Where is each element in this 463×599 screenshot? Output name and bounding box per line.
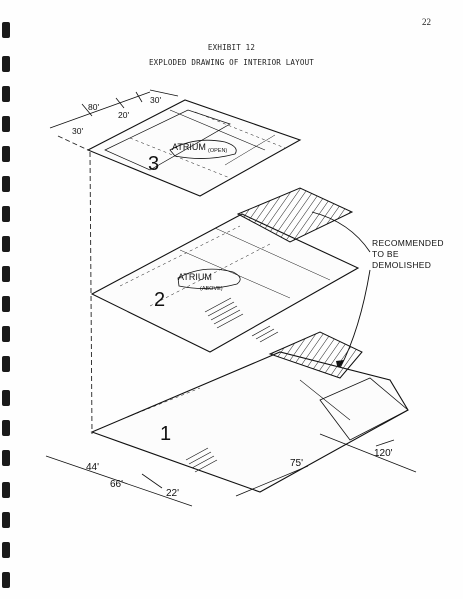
binding-hole — [2, 296, 10, 312]
binding-hole — [2, 266, 10, 282]
floor-2-atrium-note: (ABOVE) — [200, 286, 223, 292]
floor-3-atrium-note: (OPEN) — [208, 148, 227, 154]
floor-3-plan — [86, 99, 302, 197]
binding-hole — [2, 482, 10, 498]
page-number: 22 — [422, 17, 431, 27]
top-dimension-lines — [49, 89, 179, 129]
dimension-30-left: 30' — [72, 126, 83, 136]
binding-hole — [2, 420, 10, 436]
dimension-44: 44' — [86, 462, 99, 473]
dimension-75: 75' — [290, 458, 303, 469]
binding-hole — [2, 356, 10, 372]
binding-hole — [2, 326, 10, 342]
binding-hole — [2, 56, 10, 72]
binding-hole — [2, 542, 10, 558]
binding-hole — [2, 512, 10, 528]
floor-2-plan — [90, 187, 360, 353]
binding-hole — [2, 116, 10, 132]
dimension-66: 66' — [110, 479, 123, 490]
dimension-30-top: 30' — [150, 95, 161, 105]
dimension-20: 20' — [118, 110, 129, 120]
vertical-guide-lines — [57, 135, 93, 435]
base-dimension-lines — [45, 433, 417, 507]
exhibit-title: EXHIBIT 12 — [207, 43, 256, 52]
floor-2-label: 2 — [154, 289, 165, 311]
binding-hole — [2, 206, 10, 222]
dimension-80: 80' — [88, 102, 99, 112]
floor-3-label: 3 — [148, 153, 159, 175]
binding-hole — [2, 86, 10, 102]
floor-3-atrium-label: ATRIUM — [172, 142, 206, 152]
demolish-note: RECOMMENDED TO BE DEMOLISHED — [372, 238, 463, 271]
binding-hole — [2, 450, 10, 466]
dimension-120: 120' — [374, 448, 393, 459]
exhibit-subtitle: EXPLODED DRAWING OF INTERIOR LAYOUT — [148, 58, 315, 67]
binding-hole — [2, 22, 10, 38]
dimension-22: 22' — [166, 488, 179, 499]
floor-1-label: 1 — [160, 423, 171, 445]
demolish-note-line-3: DEMOLISHED — [372, 260, 432, 270]
floor-1-plan — [90, 331, 409, 493]
binding-hole — [2, 236, 10, 252]
demolish-note-line-2: TO BE — [372, 249, 399, 259]
spiral-binding — [0, 0, 16, 599]
binding-hole — [2, 176, 10, 192]
binding-hole — [2, 390, 10, 406]
binding-hole — [2, 146, 10, 162]
floor-2-atrium-label: ATRIUM — [178, 272, 212, 282]
binding-hole — [2, 572, 10, 588]
demolish-note-line-1: RECOMMENDED — [372, 238, 444, 248]
